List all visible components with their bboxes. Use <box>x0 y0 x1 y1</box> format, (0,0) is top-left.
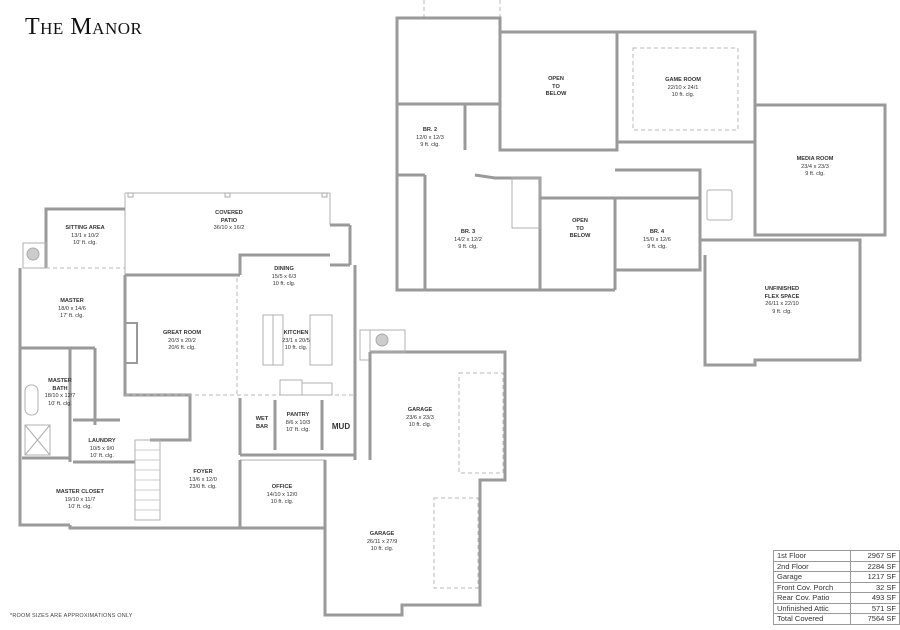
room-wet-bar: WET BAR <box>255 416 269 430</box>
master-walls <box>18 268 70 527</box>
upper-left-room <box>395 16 502 106</box>
room-open-to-below-1: OPEN TO BELOW <box>545 76 567 97</box>
main-house-walls <box>123 275 192 442</box>
covered-patio-outline <box>124 193 240 276</box>
open-to-below-upper <box>498 30 619 152</box>
plan-title: The Manor <box>25 14 143 40</box>
footnote: *ROOM SIZES ARE APPROXIMATIONS ONLY <box>10 613 133 619</box>
br2-walls <box>395 104 425 292</box>
room-open-to-below-2: OPEN TO BELOW <box>569 218 591 239</box>
br4-walls <box>615 168 702 272</box>
garage-walls <box>323 350 507 617</box>
flex-space-walls <box>703 238 862 367</box>
open-to-below-lower <box>540 196 617 290</box>
media-room-walls <box>753 103 887 237</box>
game-room-walls <box>615 30 757 144</box>
room-mud: MUD <box>331 422 351 431</box>
foyer-walls <box>68 525 240 530</box>
